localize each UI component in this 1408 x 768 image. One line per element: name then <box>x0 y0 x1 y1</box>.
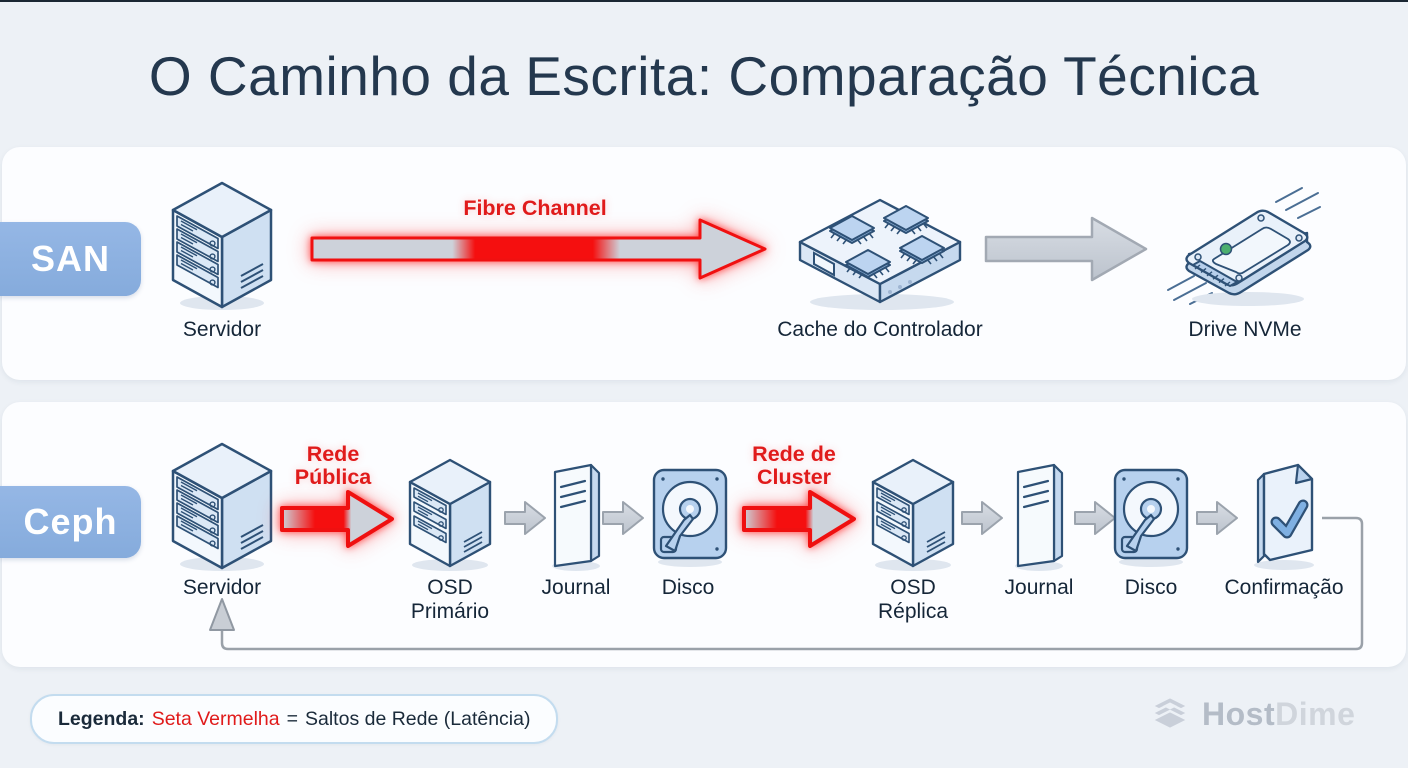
hostdime-logo-icon <box>1150 695 1190 731</box>
public-network-arrow-icon <box>280 490 394 548</box>
brand-name-light: Dime <box>1275 695 1356 732</box>
page-title: O Caminho da Escrita: Comparação Técnica <box>148 45 1260 107</box>
ack-return-path-icon <box>209 516 1364 651</box>
ack-label: Confirmação <box>1224 576 1344 599</box>
gray-arrow-icon <box>1195 500 1239 536</box>
gray-arrow-icon <box>503 500 547 536</box>
ack-document-icon <box>1242 460 1326 572</box>
brand-name-bold: Host <box>1202 695 1276 732</box>
journal2-label: Journal <box>1004 576 1074 599</box>
osd-replica-label: OSD Réplica <box>877 576 949 623</box>
osd-primary-label: OSD Primário <box>410 576 490 623</box>
legend-definition: Saltos de Rede (Latência) <box>305 707 531 730</box>
fibre-channel-label: Fibre Channel <box>463 196 607 220</box>
legend-red-term: Seta Vermelha <box>151 707 280 730</box>
san-tab-label: SAN <box>30 238 110 279</box>
legend-prefix: Legenda: <box>58 707 145 730</box>
gray-arrow-icon <box>601 500 645 536</box>
server-tower-icon <box>167 180 277 310</box>
nvme-drive-icon <box>1160 186 1330 312</box>
gray-arrow-icon <box>960 500 1004 536</box>
legend-equals: = <box>286 707 298 730</box>
controller-cache-icon <box>790 182 970 314</box>
ceph-row-tab: Ceph <box>0 486 141 558</box>
cluster-network-label: Rede de Cluster <box>752 442 836 489</box>
brand-name: HostDime <box>1202 696 1355 733</box>
disk1-label: Disco <box>661 576 715 599</box>
journal-icon <box>547 458 605 574</box>
cluster-network-arrow-icon <box>742 490 856 548</box>
journal-icon <box>1010 458 1068 574</box>
legend: Legenda: Seta Vermelha = Saltos de Rede … <box>30 694 559 744</box>
ceph-server-label: Servidor <box>182 576 262 599</box>
cache-label: Cache do Controlador <box>777 318 983 341</box>
journal1-label: Journal <box>541 576 611 599</box>
osd-node-icon <box>865 456 961 572</box>
gray-arrow-icon <box>984 216 1148 282</box>
fibre-channel-arrow-icon <box>310 218 767 280</box>
ceph-tab-label: Ceph <box>23 501 118 542</box>
san-server-label: Servidor <box>182 318 262 341</box>
server-tower-icon <box>167 441 277 571</box>
brand-watermark: HostDime <box>1148 694 1355 734</box>
top-border <box>0 0 1408 2</box>
disk-icon <box>1111 464 1191 568</box>
san-row-tab: SAN <box>0 222 141 296</box>
disk2-label: Disco <box>1124 576 1178 599</box>
nvme-label: Drive NVMe <box>1188 318 1302 341</box>
osd-node-icon <box>402 456 498 572</box>
disk-icon <box>650 464 730 568</box>
public-network-label: Rede Pública <box>294 442 372 489</box>
